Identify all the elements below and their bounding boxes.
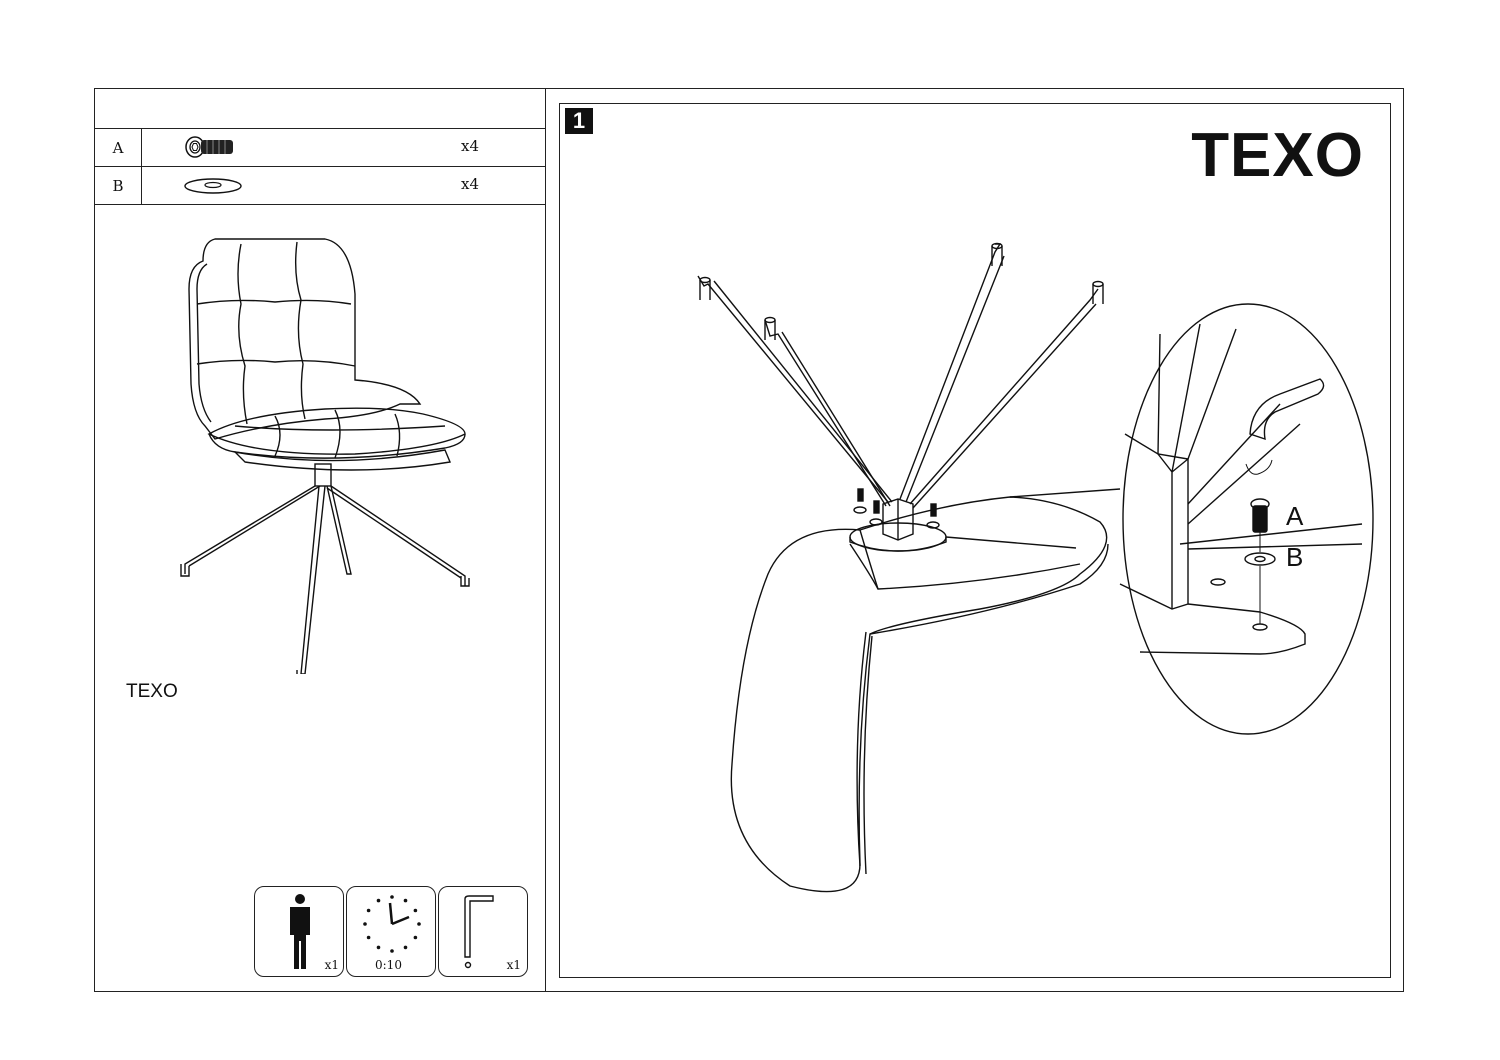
- part-qty: x4: [461, 137, 480, 155]
- person-icon: [290, 894, 310, 969]
- step-title: TEXO: [1191, 121, 1364, 190]
- step-number: 1: [565, 108, 593, 134]
- callout-a-label: A: [1286, 501, 1304, 531]
- tools-box: x1: [438, 886, 528, 977]
- callout-b-label: B: [1286, 542, 1304, 572]
- part-qty: x4: [461, 175, 480, 193]
- washer-icon: [183, 173, 243, 202]
- step-panel: 1 TEXO: [559, 103, 1391, 978]
- persons-box: x1: [254, 886, 344, 977]
- allen-key-icon: [464, 895, 494, 969]
- instruction-sheet: A x4 B: [94, 88, 1404, 992]
- parts-table: A x4 B: [95, 128, 545, 205]
- time-box: 0:10: [346, 886, 436, 977]
- assembly-illustration: [697, 242, 1374, 893]
- part-letter: A: [95, 129, 142, 166]
- chair-illustration: [180, 238, 470, 674]
- persons-count: x1: [324, 958, 339, 972]
- parts-panel: A x4 B: [95, 89, 546, 991]
- clock-icon: [363, 895, 421, 953]
- part-row-a: A x4: [95, 128, 545, 166]
- time-value: 0:10: [375, 958, 402, 972]
- bolt-icon: [183, 135, 239, 164]
- tools-count: x1: [506, 958, 521, 972]
- part-letter: B: [95, 167, 142, 204]
- part-row-b: B x4: [95, 166, 545, 205]
- model-name: TEXO: [126, 681, 178, 702]
